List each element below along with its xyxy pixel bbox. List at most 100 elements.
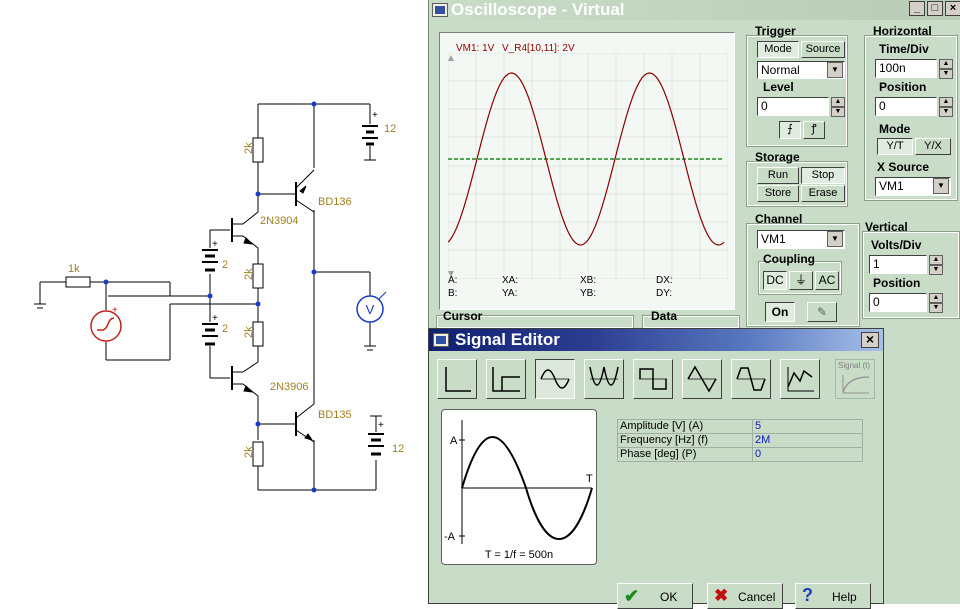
voltmeter[interactable] <box>356 291 387 323</box>
coupling-dc-button[interactable]: DC <box>763 271 787 290</box>
readout-xb: XB: <box>580 275 597 286</box>
custom-wave-icon <box>787 367 814 392</box>
label-r-top: 2k <box>243 142 255 154</box>
timediv-input[interactable]: 100n <box>875 59 937 78</box>
storage-store-button[interactable]: Store <box>757 185 799 202</box>
trigger-mode-button[interactable]: Mode <box>757 41 799 58</box>
battery-top[interactable] <box>362 125 378 146</box>
close-button[interactable]: × <box>861 332 879 348</box>
battery-bottom[interactable] <box>368 433 384 456</box>
triangle-wave-icon <box>687 365 717 393</box>
timediv-label: Time/Div <box>879 42 929 56</box>
junction-dots <box>103 101 317 493</box>
storage-run-button[interactable]: Run <box>757 167 799 184</box>
timediv-stepper[interactable]: ▲▼ <box>939 59 953 79</box>
signal-source[interactable] <box>90 310 122 342</box>
checkmark-icon: ✔ <box>624 586 640 606</box>
signal-editor-title: Signal Editor <box>455 330 560 349</box>
resistor-input[interactable] <box>65 276 91 288</box>
probe-icon[interactable]: ✎ <box>807 302 837 322</box>
label-battery-top: 12 <box>384 123 396 135</box>
readout-a: A: <box>448 275 458 286</box>
maximize-button[interactable]: □ <box>927 1 943 16</box>
cancel-button[interactable]: ✖ Cancel <box>707 583 783 609</box>
help-button[interactable]: ? Help <box>795 583 871 609</box>
trigger-marker-top <box>448 55 454 61</box>
voltsdiv-label: Volts/Div <box>871 238 922 252</box>
minimize-button[interactable]: _ <box>909 1 925 16</box>
transistor-top[interactable] <box>295 169 315 213</box>
channel-on-button[interactable]: On <box>765 302 795 322</box>
preview-label-t: T <box>586 473 593 485</box>
oscilloscope-title: Oscilloscope - Virtual <box>451 0 625 19</box>
chevron-down-icon[interactable]: ▼ <box>827 62 843 78</box>
horizontal-position-stepper[interactable]: ▲▼ <box>939 97 953 117</box>
waveform-custom-button[interactable] <box>780 359 820 399</box>
x-cross-icon: ✖ <box>714 586 729 605</box>
transistor-npn-driver[interactable] <box>231 218 254 245</box>
resistor-mid-bottom[interactable] <box>252 321 264 347</box>
channel-title: Channel <box>755 212 803 226</box>
vertical-position-stepper[interactable]: ▲▼ <box>929 293 943 313</box>
label-battery-bias-bottom: 2 <box>222 323 228 335</box>
chevron-down-icon[interactable]: ▼ <box>933 178 949 194</box>
ground-icon[interactable]: ⏚ <box>789 271 813 290</box>
channel-select[interactable]: VM1 <box>757 230 845 249</box>
resistor-mid-top[interactable] <box>252 263 264 289</box>
mode-yx-button[interactable]: Y/X <box>915 138 951 155</box>
waveform-sine-button[interactable] <box>535 359 575 399</box>
waveform-triangle-button[interactable] <box>682 359 722 399</box>
scope-screen[interactable]: VM1: 1V V_R4[10,11]: 2V A: B: XA: YA: XB… <box>439 32 735 310</box>
vertical-position-input[interactable]: 0 <box>869 293 927 312</box>
battery-bias-bottom[interactable] <box>202 323 218 346</box>
trigger-source-button[interactable]: Source <box>801 41 845 58</box>
waveform-square-button[interactable] <box>633 359 673 399</box>
horizontal-mode-label: Mode <box>879 122 911 136</box>
storage-stop-button[interactable]: Stop <box>801 167 845 184</box>
waveform-trapezoid-button[interactable] <box>731 359 771 399</box>
param-value-input[interactable]: 0 <box>752 447 863 462</box>
trigger-title: Trigger <box>755 24 796 38</box>
horizontal-position-input[interactable]: 0 <box>875 97 937 116</box>
transistor-bottom[interactable] <box>295 403 315 443</box>
waveform-rectified-sine-button[interactable] <box>584 359 624 399</box>
param-value-input[interactable]: 2M <box>752 433 863 448</box>
exponential-icon <box>842 375 870 394</box>
ok-button[interactable]: ✔ OK <box>617 583 693 609</box>
readout-dy: DY: <box>656 288 673 299</box>
label-q-pnp-driver: 2N3906 <box>270 381 309 393</box>
waveform-delayed-step-button[interactable] <box>486 359 526 399</box>
square-wave-icon <box>639 368 667 390</box>
trapezoid-wave-icon <box>736 367 766 391</box>
param-value-input[interactable]: 5 <box>752 419 863 434</box>
xsource-select[interactable]: VM1 <box>875 177 951 196</box>
voltsdiv-input[interactable]: 1 <box>869 255 927 274</box>
chevron-down-icon[interactable]: ▼ <box>827 231 843 247</box>
coupling-ac-button[interactable]: AC <box>815 271 839 290</box>
transistor-pnp-driver[interactable] <box>231 366 254 393</box>
horizontal-title: Horizontal <box>873 24 932 38</box>
waveform-signal-t-button[interactable]: Signal (t) <box>835 359 875 399</box>
falling-edge-icon[interactable]: ꝭ <box>803 121 825 139</box>
trigger-mode-select[interactable]: Normal <box>757 61 845 79</box>
param-row: Amplitude [V] (A)5 <box>617 419 863 434</box>
battery-bias-top[interactable] <box>202 249 218 272</box>
resistor-bottom[interactable] <box>252 441 264 467</box>
waveform-step-button[interactable] <box>437 359 477 399</box>
resistor-top[interactable] <box>252 137 264 163</box>
oscilloscope-titlebar[interactable]: Oscilloscope - Virtual _ □ × <box>429 0 960 20</box>
cursor-panel <box>436 315 634 329</box>
trigger-level-stepper[interactable]: ▲▼ <box>831 97 845 117</box>
voltmeter-label: V <box>366 302 375 317</box>
trigger-level-input[interactable]: 0 <box>757 97 829 116</box>
signal-editor-titlebar[interactable]: Signal Editor × <box>429 329 883 351</box>
voltsdiv-stepper[interactable]: ▲▼ <box>929 255 943 275</box>
label-r-mid-bottom: 2k <box>243 326 255 338</box>
close-button[interactable]: × <box>945 1 960 16</box>
storage-erase-button[interactable]: Erase <box>801 185 845 202</box>
xsource-label: X Source <box>877 160 930 174</box>
rising-edge-icon[interactable]: ⨍ <box>779 121 801 139</box>
readout-ya: YA: <box>502 288 518 299</box>
mode-yt-button[interactable]: Y/T <box>877 138 913 155</box>
